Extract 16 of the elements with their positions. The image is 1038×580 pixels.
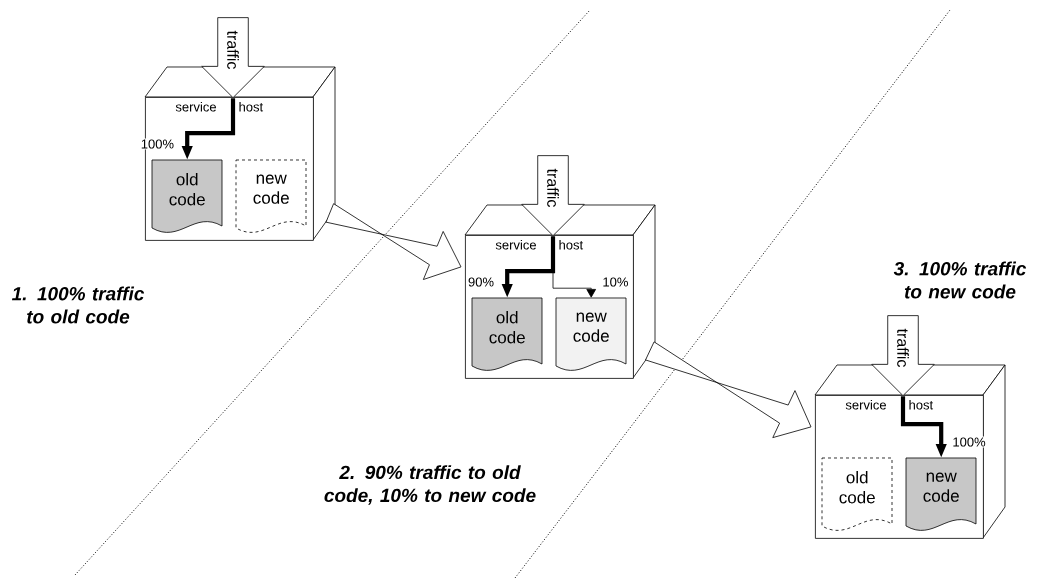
percentage-label: 90% (467, 276, 495, 288)
code-document: old code (471, 297, 543, 371)
stage-caption: 3. 100% traffic to new code (893, 261, 1027, 299)
code-document: new code (905, 457, 977, 531)
percentage-label: 100% (139, 138, 175, 150)
code-document: old code (151, 159, 223, 233)
code-document: old code (821, 457, 893, 531)
stage-caption: 2. 90% traffic to old code, 10% to new code (324, 465, 536, 505)
stage-caption: 1. 100% traffic to old code (11, 286, 145, 324)
code-document: new code (235, 159, 307, 233)
routing-arrow (552, 235, 596, 298)
block-arrow (325, 203, 462, 280)
percentage-label: 10% (601, 276, 630, 288)
percentage-label: 100% (951, 436, 987, 448)
code-document: new code (555, 297, 627, 371)
block-arrow (645, 341, 812, 438)
